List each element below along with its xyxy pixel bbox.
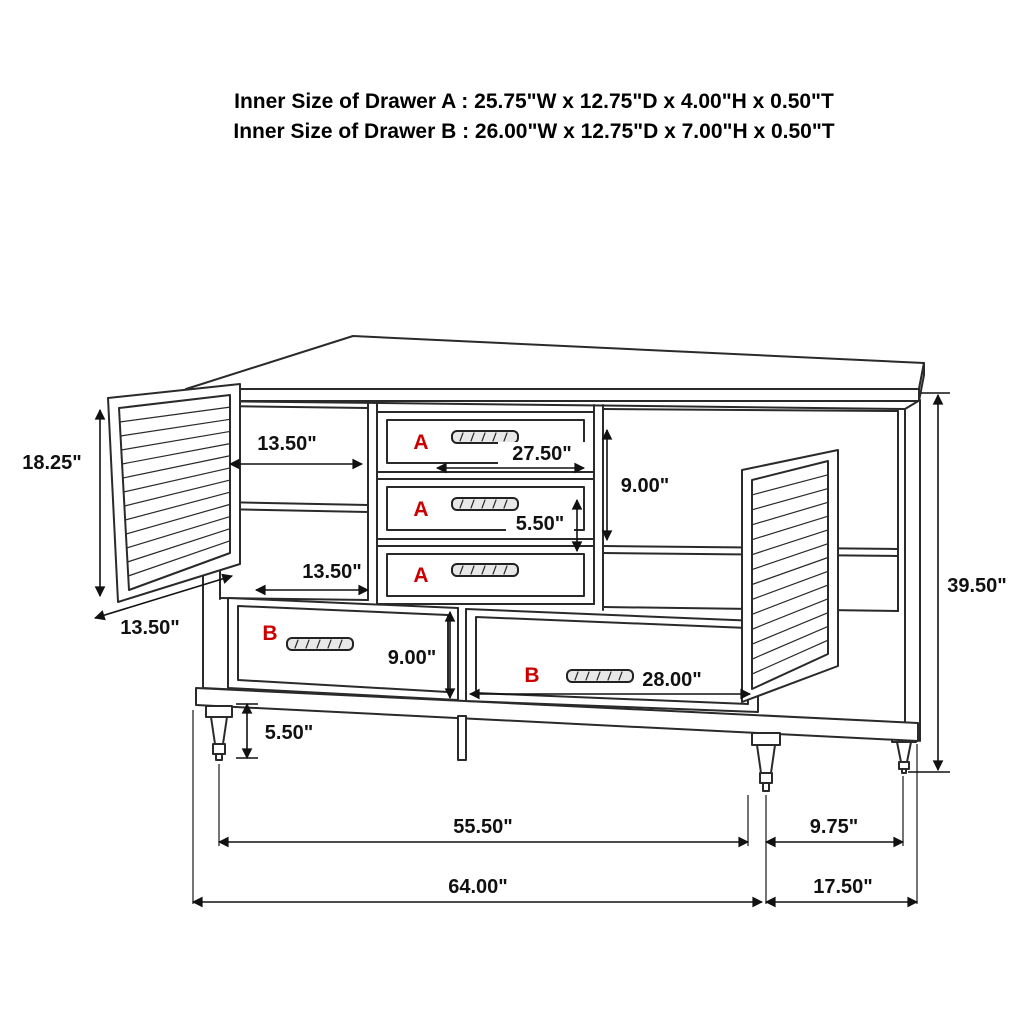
drawer-a3-letter: A [413, 564, 428, 587]
header: Inner Size of Drawer A : 25.75"W x 12.75… [233, 90, 834, 143]
drawer-b2-letter: B [524, 664, 539, 687]
dresser-drawing [107, 335, 925, 792]
drawer-b-width-label: 28.00" [642, 669, 702, 691]
label-backgrounds [378, 442, 710, 690]
center-support-leg [457, 715, 467, 761]
drawer-a2-handle [451, 497, 519, 511]
guide-lines [192, 392, 950, 904]
drawer-a3-handle [451, 563, 519, 577]
front-right-leg [751, 732, 781, 792]
drawer-b-height-label: 9.00" [388, 647, 436, 669]
right-section-width-label: 9.75" [810, 816, 858, 838]
drawer-a3 [376, 545, 595, 605]
drawer-a1-handle [451, 430, 519, 444]
leg-height-label: 5.50" [265, 722, 313, 744]
dresser-body [195, 399, 921, 742]
door-width-label: 13.50" [120, 617, 180, 639]
drawer-b1-handle [286, 637, 354, 651]
overall-depth-label: 17.50" [813, 876, 873, 898]
drawer-a-inner-size-text: Inner Size of Drawer A : 25.75"W x 12.75… [234, 90, 834, 113]
drawer-b2 [465, 608, 759, 713]
front-left-leg [205, 705, 233, 761]
drawer-b-inner-size-text: Inner Size of Drawer B : 26.00"W x 12.75… [233, 120, 834, 143]
door-height-label: 18.25" [22, 452, 82, 474]
right-end-panel [904, 399, 921, 742]
overall-height-label: 39.50" [947, 575, 1007, 597]
dimension-labels: 18.25" 13.50" 13.50" 13.50" 27.50" 9.00"… [22, 433, 1007, 898]
drawer-a2-letter: A [413, 498, 428, 521]
left-shelf-width-label: 13.50" [257, 433, 317, 455]
drawer-a-spacing-label: 5.50" [516, 513, 564, 535]
base-molding [195, 687, 919, 742]
drawer-b1 [227, 597, 459, 701]
drawer-letter-labels: A A A B B [262, 431, 539, 687]
right-shelf-height-label: 9.00" [621, 475, 669, 497]
overall-width-label: 64.00" [448, 876, 508, 898]
drawer-b2-handle [566, 669, 634, 683]
drawer-a1-letter: A [413, 431, 428, 454]
front-legs [205, 705, 781, 792]
drawer-b1-letter: B [262, 622, 277, 645]
right-louvered-door [741, 449, 839, 703]
inner-width-label: 55.50" [453, 816, 513, 838]
left-lower-shelf-width-label: 13.50" [302, 561, 362, 583]
dimension-arrows [93, 393, 944, 908]
drawer-a-width-label: 27.50" [512, 443, 572, 465]
dresser-top [185, 335, 925, 402]
dim-door-width-arrow [93, 573, 234, 621]
left-louvered-door [107, 383, 241, 603]
